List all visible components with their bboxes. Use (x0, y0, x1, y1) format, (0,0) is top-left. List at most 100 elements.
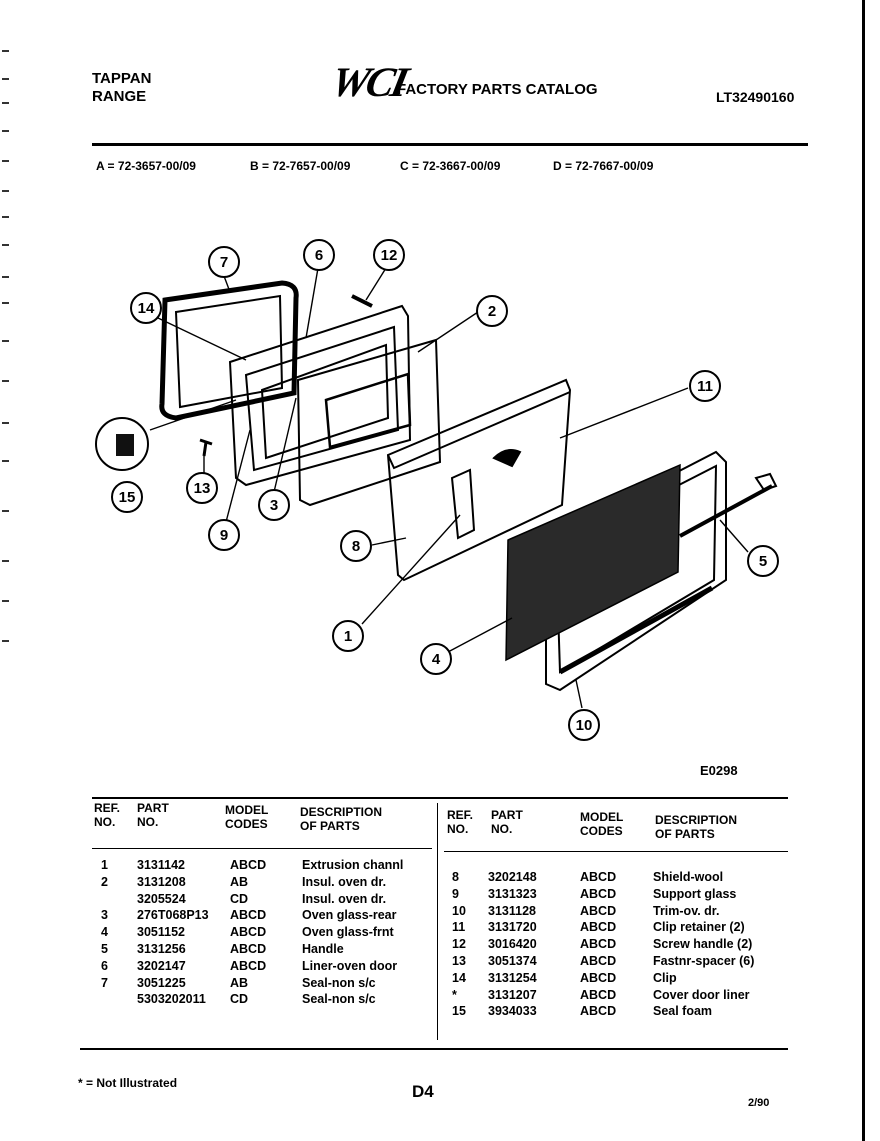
leader-4 (447, 617, 513, 653)
table-cell-codes: ABCD (230, 858, 267, 872)
header-text: PART (491, 808, 523, 822)
table-cell-codes: ABCD (230, 925, 267, 940)
table-cell-desc: Insul. oven dr. (302, 874, 387, 889)
footer-rule (80, 1048, 788, 1050)
callout-14: 14 (130, 292, 162, 324)
table-cell-desc: Cover door liner (653, 987, 750, 1002)
callout-5: 5 (747, 545, 779, 577)
seal-frame-drawing (159, 280, 299, 421)
page-number: D4 (412, 1082, 434, 1101)
figure-reference: E0298 (700, 763, 738, 778)
leader-3 (273, 397, 297, 493)
callout-label-7: 7 (220, 254, 228, 271)
seal-foam-drawing (116, 434, 134, 456)
leader-2 (417, 311, 479, 353)
table-cell-part: 3131323 (488, 886, 537, 901)
leader-12 (365, 267, 387, 301)
callout-label-9: 9 (220, 527, 228, 544)
leader-14 (157, 317, 247, 361)
leader-11 (559, 387, 689, 439)
callout-3: 3 (258, 489, 290, 521)
table-cell-ref: 10 (452, 903, 466, 918)
exploded-parts-diagram: 1 2 3 4 5 6 7 8 9 10 11 12 13 14 15 (95, 239, 779, 741)
variant-a: A = 72-3657-00/09 (96, 159, 196, 173)
leader-6 (305, 267, 319, 339)
header-text: NO. (94, 815, 116, 829)
table-cell-codes: AB (230, 975, 249, 990)
header-text: MODEL (225, 803, 269, 817)
table-cell-ref: 13 (452, 954, 466, 968)
insulation-drawing (296, 338, 442, 507)
table-column-divider (437, 803, 438, 1040)
table-cell-ref: 8 (452, 870, 459, 884)
table-cell-ref: 11 (452, 920, 466, 935)
table-top-rule (92, 797, 788, 799)
callout-label-15: 15 (119, 489, 136, 506)
table-cell-codes: ABCD (580, 987, 617, 1002)
header-text: DESCRIPTION (655, 813, 738, 827)
seal-frame-inner-drawing (174, 294, 284, 409)
callout-label-2: 2 (488, 303, 496, 320)
table-cell-part: 3131207 (488, 987, 537, 1002)
left-header-part: PART NO. (137, 801, 169, 829)
table-cell-part: 3016420 (488, 937, 537, 952)
table-cell-codes: ABCD (580, 886, 617, 901)
table-cell-desc: Shield-wool (653, 870, 724, 884)
leader-15 (149, 399, 237, 431)
callout-label-1: 1 (344, 628, 352, 645)
header-text: CODES (225, 817, 268, 831)
table-cell-part: 3051152 (137, 925, 185, 940)
table-cell-codes: CD (230, 891, 249, 906)
footnote: * = Not Illustrated (78, 1076, 178, 1090)
table-cell-desc: Insul. oven dr. (302, 891, 387, 906)
header-text: REF. (94, 801, 121, 815)
table-cell-desc: Trim-ov. dr. (653, 903, 720, 918)
table-cell-codes: ABCD (230, 908, 267, 923)
table-cell-part: 3202148 (488, 870, 537, 884)
right-header-desc: DESCRIPTION OF PARTS (655, 813, 737, 841)
table-cell-part: 3051374 (488, 954, 537, 968)
table-cell-ref: 9 (452, 886, 459, 901)
table-cell-desc: Seal-non s/c (302, 975, 376, 990)
table-cell-part: 3131128 (488, 903, 536, 918)
callout-6: 6 (303, 239, 335, 271)
leader-9 (225, 429, 251, 523)
table-cell-ref: 4 (101, 925, 108, 940)
right-header-part: PART NO. (491, 808, 523, 836)
table-cell-codes: ABCD (580, 1004, 617, 1019)
callout-bubbles: 1 2 3 4 5 6 7 8 9 10 11 12 13 14 15 (111, 239, 779, 741)
callout-label-14: 14 (138, 300, 155, 317)
left-header-codes: MODEL CODES (225, 803, 268, 831)
header-text: REF. (447, 808, 474, 822)
catalog-title: FACTORY PARTS CATALOG (397, 81, 598, 98)
callout-label-8: 8 (352, 538, 360, 555)
header-text: CODES (580, 824, 623, 838)
table-cell-codes: AB (230, 874, 249, 889)
variant-d: D = 72-7667-00/09 (553, 159, 654, 173)
model-number: LT32490160 (716, 89, 795, 105)
leader-10 (575, 679, 583, 709)
table-cell-desc: Screw handle (2) (653, 937, 753, 952)
table-cell-codes: ABCD (580, 903, 617, 918)
revision-date: 2/90 (748, 1097, 770, 1109)
callout-label-3: 3 (270, 497, 278, 514)
spacer-drawing (199, 438, 213, 457)
leader-7 (223, 275, 231, 293)
table-cell-desc: Seal foam (653, 1004, 713, 1019)
callout-2: 2 (476, 295, 508, 327)
table-cell-part: 3131208 (137, 874, 186, 889)
leader-lines (149, 267, 749, 709)
header-text: DESCRIPTION (300, 805, 383, 819)
table-cell-ref: 3 (101, 908, 108, 923)
front-frame-drawing (545, 450, 727, 692)
header-text: NO. (491, 822, 513, 836)
callout-label-10: 10 (576, 717, 593, 734)
table-cell-ref: 15 (452, 1004, 466, 1019)
detail-lens (95, 417, 149, 471)
vent-slot-drawing (492, 449, 522, 468)
left-header-desc: DESCRIPTION OF PARTS (300, 805, 382, 833)
callout-8: 8 (340, 530, 372, 562)
header-text: NO. (447, 822, 469, 836)
table-cell-codes: ABCD (580, 920, 617, 935)
table-cell-desc: Seal-non s/c (302, 992, 376, 1007)
